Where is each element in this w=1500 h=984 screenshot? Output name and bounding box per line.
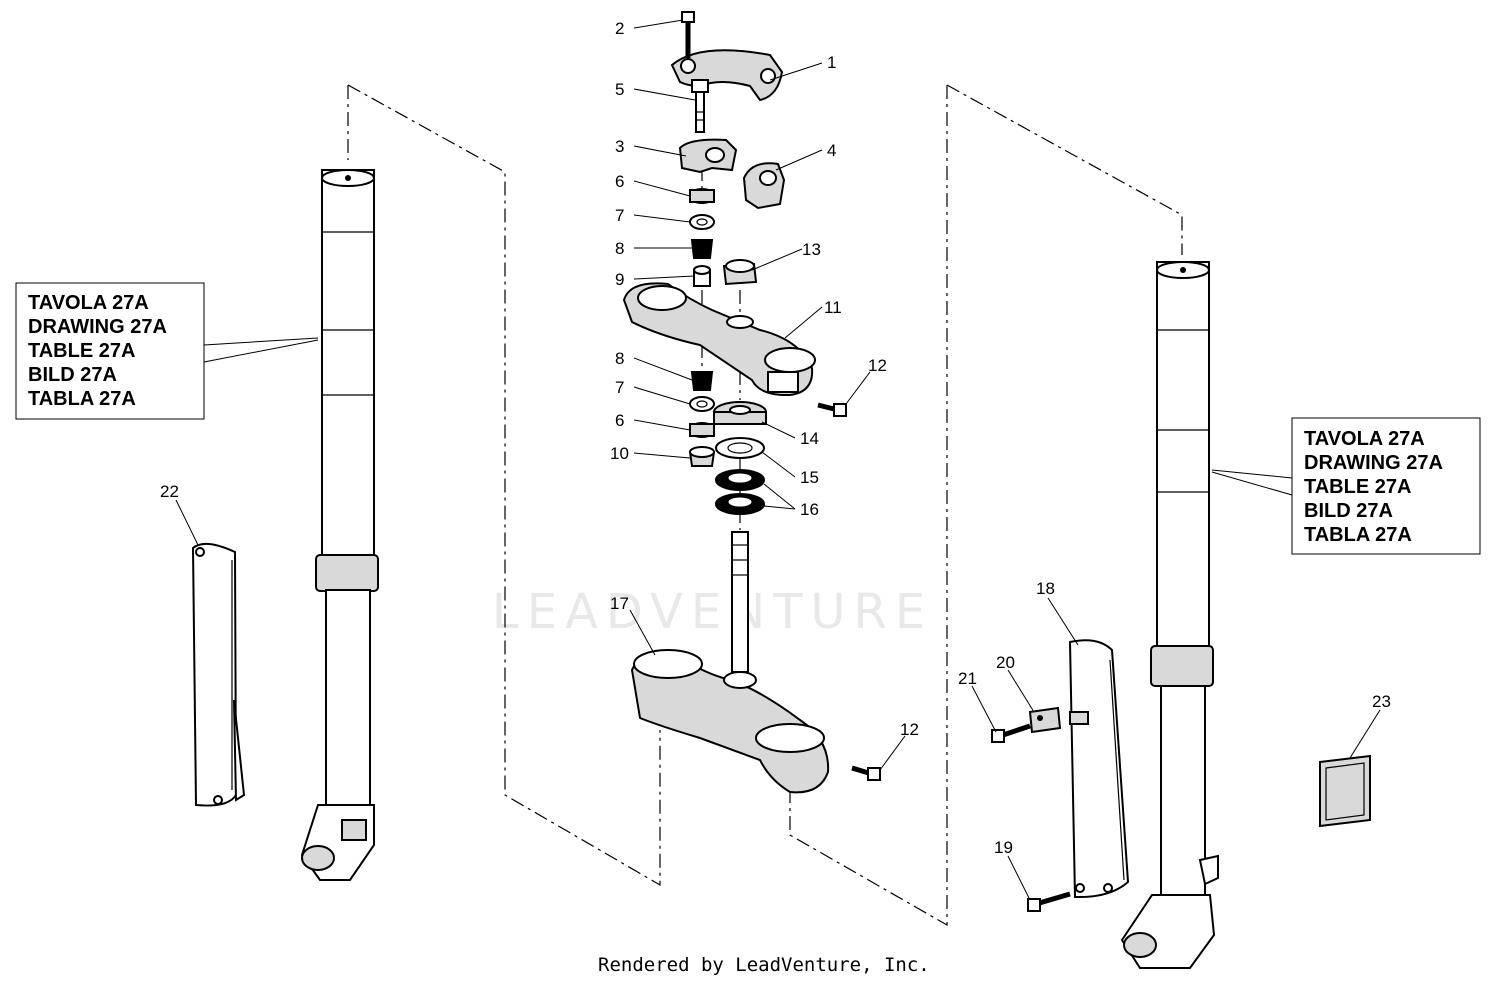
callout-7-upper: 7 <box>615 206 624 225</box>
left-fork-leg[interactable] <box>300 169 379 881</box>
callout-21: 21 <box>958 669 977 688</box>
callout-12-upper: 12 <box>868 356 887 375</box>
rubber-damper-8-upper[interactable] <box>690 239 714 259</box>
callout-14: 14 <box>800 429 819 448</box>
bearing-nut-14[interactable] <box>713 401 767 425</box>
callout-3: 3 <box>615 137 624 156</box>
clamp-bolt-2[interactable] <box>681 11 695 58</box>
spacer-9[interactable] <box>693 265 711 287</box>
callout-22: 22 <box>160 482 179 501</box>
washer-6-lower[interactable] <box>689 422 715 438</box>
callout-12-lower: 12 <box>900 720 919 739</box>
callout-17: 17 <box>610 594 629 613</box>
callout-9: 9 <box>615 270 624 289</box>
washer-7-lower[interactable] <box>689 396 715 412</box>
washer-6-upper[interactable] <box>689 188 715 204</box>
callout-13: 13 <box>802 240 821 259</box>
callout-6-upper: 6 <box>615 172 624 191</box>
callout-18: 18 <box>1036 579 1055 598</box>
assembly-dash-lines <box>347 84 1183 927</box>
callout-8-lower: 8 <box>615 349 624 368</box>
ref-right-line-5: TABLA 27A <box>1304 524 1412 546</box>
callout-16: 16 <box>800 500 819 519</box>
handlebar-clamp-lower-4[interactable] <box>742 162 786 210</box>
callout-7-lower: 7 <box>615 378 624 397</box>
footer-credit: Rendered by LeadVenture, Inc. <box>598 954 930 976</box>
fork-guard-right[interactable] <box>1068 639 1130 899</box>
pinch-bolt-12-lower[interactable] <box>851 765 881 781</box>
ref-right-line-4: BILD 27A <box>1304 500 1393 522</box>
decal-23[interactable] <box>1319 754 1371 828</box>
ref-left-line-5: TABLA 27A <box>28 388 136 410</box>
callout-11: 11 <box>824 298 842 317</box>
upper-triple-clamp[interactable] <box>622 282 816 397</box>
reference-box-left: TAVOLA 27A DRAWING 27A TABLE 27A BILD 27… <box>15 282 319 420</box>
ref-right-line-3: TABLE 27A <box>1304 476 1411 498</box>
callout-5: 5 <box>615 80 624 99</box>
clamp-bolt-5[interactable] <box>691 79 709 133</box>
dust-seal-15[interactable] <box>715 437 765 459</box>
guard-clamp-20[interactable] <box>1028 706 1062 734</box>
pinch-bolt-12-upper[interactable] <box>817 402 847 417</box>
rubber-damper-8-lower[interactable] <box>690 371 714 391</box>
bearing-16-upper[interactable] <box>715 469 765 491</box>
callout-numbers: 1 2 3 4 5 6 7 8 9 8 7 6 10 11 12 12 13 1… <box>160 19 1391 857</box>
washer-7-upper[interactable] <box>689 214 715 230</box>
guard-screw-21[interactable] <box>991 723 1031 743</box>
bearing-16-lower[interactable] <box>715 493 765 515</box>
callout-23: 23 <box>1372 692 1391 711</box>
callout-10: 10 <box>610 444 629 463</box>
right-fork-leg[interactable] <box>1120 261 1219 969</box>
callout-2: 2 <box>615 19 624 38</box>
callout-8-upper: 8 <box>615 239 624 258</box>
callout-20: 20 <box>996 653 1015 672</box>
callout-6-lower: 6 <box>615 411 624 430</box>
guard-screw-19[interactable] <box>1027 891 1071 912</box>
lower-triple-clamp-with-stem[interactable] <box>630 531 830 794</box>
callout-19: 19 <box>994 838 1013 857</box>
ref-left-line-2: DRAWING 27A <box>28 316 167 338</box>
ref-right-line-1: TAVOLA 27A <box>1304 428 1425 450</box>
watermark: LEADVENTURE <box>492 584 933 640</box>
callout-1: 1 <box>827 53 836 72</box>
ref-left-line-1: TAVOLA 27A <box>28 292 149 314</box>
callout-4: 4 <box>827 141 836 160</box>
ref-left-line-3: TABLE 27A <box>28 340 135 362</box>
ref-right-line-2: DRAWING 27A <box>1304 452 1443 474</box>
callout-leaders <box>175 19 1381 901</box>
nut-10[interactable] <box>688 446 716 467</box>
reference-box-right: TAVOLA 27A DRAWING 27A TABLE 27A BILD 27… <box>1211 417 1481 555</box>
stem-nut-13[interactable] <box>722 259 758 286</box>
handlebar-clamp-lower-3[interactable] <box>678 138 738 174</box>
fork-guard-left[interactable] <box>191 542 246 807</box>
ref-left-line-4: BILD 27A <box>28 364 117 386</box>
callout-15: 15 <box>800 468 819 487</box>
